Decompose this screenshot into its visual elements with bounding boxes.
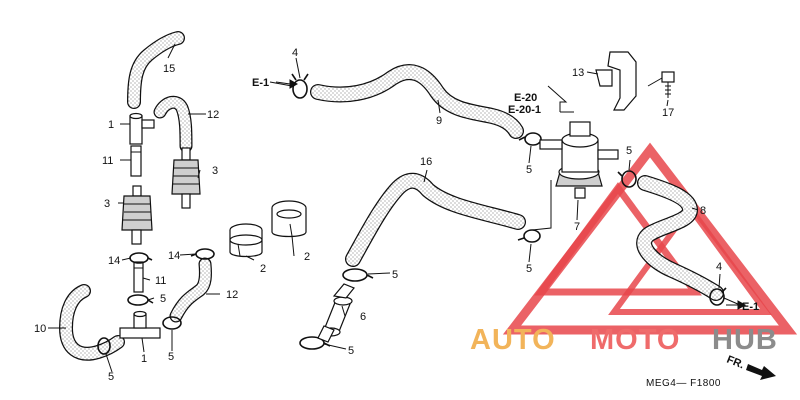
direction-label: FR. bbox=[725, 354, 746, 372]
label-14-left: 14 bbox=[108, 255, 120, 267]
e20-ref-arrow bbox=[547, 85, 574, 113]
hose-15 bbox=[127, 31, 185, 109]
label-5-g: 5 bbox=[348, 345, 354, 357]
label-1-lower: 1 bbox=[141, 353, 147, 365]
label-10: 10 bbox=[34, 323, 46, 335]
label-9: 9 bbox=[436, 115, 442, 127]
bolt-17 bbox=[661, 71, 675, 98]
joint-6 bbox=[317, 283, 355, 343]
label-14-right: 14 bbox=[168, 250, 180, 262]
label-12-lower: 12 bbox=[226, 289, 238, 301]
watermark-logo: AUTO MOTO HUB bbox=[470, 324, 778, 356]
part-labels: 15 1 12 11 3 3 2 2 14 14 11 5 12 10 1 5 … bbox=[34, 47, 722, 383]
label-3-right: 3 bbox=[212, 165, 218, 177]
watermark-moto: MOTO bbox=[590, 324, 680, 356]
label-5-c: 5 bbox=[168, 351, 174, 363]
label-5-e: 5 bbox=[392, 269, 398, 281]
label-15: 15 bbox=[163, 63, 175, 75]
label-4-left: 4 bbox=[292, 47, 298, 59]
label-7: 7 bbox=[574, 221, 580, 233]
fuel-filter-3-left bbox=[121, 185, 153, 245]
grommet-2-left bbox=[229, 223, 263, 258]
hose-12-upper bbox=[153, 95, 193, 153]
hose-8 bbox=[636, 175, 724, 301]
label-5-b: 5 bbox=[108, 371, 114, 383]
label-2-right: 2 bbox=[304, 251, 310, 263]
label-5-f: 5 bbox=[526, 263, 532, 275]
bracket-13 bbox=[595, 51, 637, 111]
label-16: 16 bbox=[420, 156, 432, 168]
clamps bbox=[97, 73, 727, 355]
front-direction-indicator: FR. bbox=[725, 354, 776, 380]
hose-9 bbox=[310, 64, 524, 139]
diagram-code: MEG4— F1800 bbox=[646, 378, 721, 389]
label-3-left: 3 bbox=[104, 198, 110, 210]
direction-arrow-icon bbox=[746, 364, 776, 380]
ref-e20: E-20 bbox=[514, 92, 537, 104]
ref-arrows bbox=[275, 79, 747, 310]
label-5-a: 5 bbox=[160, 293, 166, 305]
grommet-2-right bbox=[271, 200, 307, 238]
label-13: 13 bbox=[572, 67, 584, 79]
label-12-upper: 12 bbox=[207, 109, 219, 121]
leader-lines bbox=[48, 43, 741, 373]
label-4-right: 4 bbox=[716, 261, 722, 273]
ref-e20-1: E-20-1 bbox=[508, 104, 541, 116]
ref-e1-left: E-1 bbox=[252, 77, 269, 89]
watermark-auto: AUTO bbox=[470, 324, 556, 356]
hose-12-lower bbox=[169, 257, 212, 323]
joint-1-lower bbox=[119, 310, 161, 339]
label-1-upper: 1 bbox=[108, 119, 114, 131]
fuel-filter-3-right bbox=[171, 147, 201, 209]
tube-11-upper bbox=[130, 145, 142, 177]
label-17: 17 bbox=[662, 107, 674, 119]
reference-labels: E-1 E-20 E-20-1 E-1 bbox=[252, 77, 759, 313]
hose-16 bbox=[345, 172, 526, 267]
watermark-hub: HUB bbox=[712, 324, 778, 356]
label-5-h: 5 bbox=[626, 145, 632, 157]
label-6: 6 bbox=[360, 311, 366, 323]
label-5-d: 5 bbox=[526, 164, 532, 176]
label-8: 8 bbox=[700, 205, 706, 217]
ref-e1-right: E-1 bbox=[742, 301, 759, 313]
label-11-upper: 11 bbox=[102, 155, 113, 167]
tube-11-lower bbox=[133, 261, 144, 293]
valve-7 bbox=[539, 121, 619, 199]
joint-1-upper bbox=[129, 112, 155, 145]
label-2-left: 2 bbox=[260, 263, 266, 275]
label-11-lower: 11 bbox=[155, 275, 166, 287]
